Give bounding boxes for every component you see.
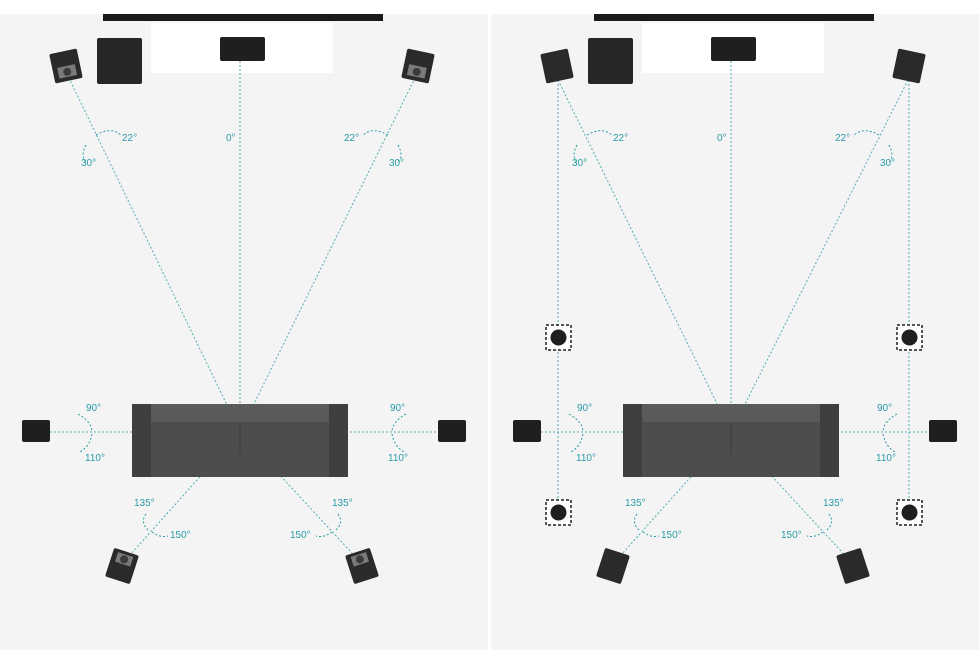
ceiling-speaker-rear-right: [896, 499, 923, 526]
subwoofer: [97, 38, 142, 84]
ceiling-speaker-front-right: [896, 324, 923, 351]
label-rear-right-outer: 150°: [781, 530, 802, 541]
layout-panel-left: 22° 30° 0° 22° 30° 90° 110° 90° 110° 135…: [0, 14, 488, 650]
side-left-speaker: [513, 420, 541, 442]
sofa: [132, 404, 348, 477]
label-rear-left-inner: 135°: [625, 498, 646, 509]
side-right-speaker: [929, 420, 957, 442]
rear-right-speaker: [345, 548, 379, 584]
panel-divider: [488, 14, 491, 650]
sofa: [623, 404, 839, 477]
label-rear-right-inner: 135°: [332, 498, 353, 509]
label-side-left-top: 90°: [86, 403, 101, 414]
label-side-right-top: 90°: [877, 403, 892, 414]
room-diagram-right: 22° 30° 0° 22° 30° 90° 110° 90° 110° 135…: [513, 14, 957, 584]
front-left-speaker: [540, 48, 574, 84]
rear-left-speaker: [105, 548, 139, 584]
center-speaker: [220, 37, 265, 61]
subwoofer: [588, 38, 633, 84]
label-center: 0°: [717, 133, 727, 144]
angle-arcs: [568, 130, 898, 537]
angle-guides: [541, 61, 929, 565]
ceiling-speaker-front-left: [545, 324, 572, 351]
label-rear-left-outer: 150°: [170, 530, 191, 541]
label-front-right-outer: 30°: [389, 158, 404, 169]
tv-screen: [594, 14, 874, 21]
label-front-left-outer: 30°: [81, 158, 96, 169]
angle-arcs: [77, 130, 407, 537]
ceiling-speaker-rear-left: [545, 499, 572, 526]
label-side-left-bottom: 110°: [576, 453, 596, 464]
label-front-right-inner: 22°: [835, 133, 850, 144]
label-rear-left-outer: 150°: [661, 530, 682, 541]
label-side-left-bottom: 110°: [85, 453, 105, 464]
angle-guides: [50, 61, 438, 565]
side-left-speaker: [22, 420, 50, 442]
label-side-right-top: 90°: [390, 403, 405, 414]
label-front-right-outer: 30°: [880, 158, 895, 169]
label-side-left-top: 90°: [577, 403, 592, 414]
label-front-left-inner: 22°: [122, 133, 137, 144]
side-right-speaker: [438, 420, 466, 442]
label-side-right-bottom: 110°: [876, 453, 896, 464]
label-front-left-outer: 30°: [572, 158, 587, 169]
front-right-speaker: [401, 48, 435, 84]
rear-right-speaker: [836, 548, 870, 584]
rear-left-speaker: [596, 548, 630, 584]
label-center: 0°: [226, 133, 236, 144]
label-front-right-inner: 22°: [344, 133, 359, 144]
label-rear-right-inner: 135°: [823, 498, 844, 509]
tv-screen: [103, 14, 383, 21]
room-diagram-left: 22° 30° 0° 22° 30° 90° 110° 90° 110° 135…: [22, 14, 466, 584]
front-right-speaker: [892, 48, 926, 84]
label-rear-left-inner: 135°: [134, 498, 155, 509]
front-left-speaker: [49, 48, 83, 84]
center-speaker: [711, 37, 756, 61]
label-side-right-bottom: 110°: [388, 453, 408, 464]
layout-panel-right: 22° 30° 0° 22° 30° 90° 110° 90° 110° 135…: [491, 14, 979, 650]
label-front-left-inner: 22°: [613, 133, 628, 144]
label-rear-right-outer: 150°: [290, 530, 311, 541]
